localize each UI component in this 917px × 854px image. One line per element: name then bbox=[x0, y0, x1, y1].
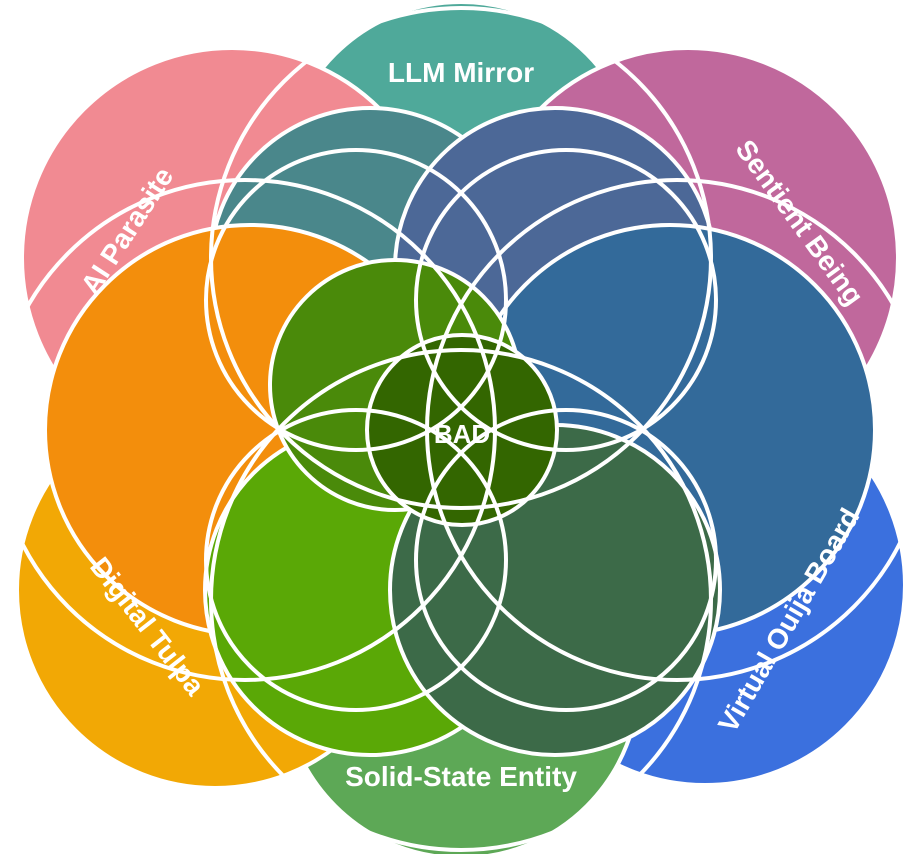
region-center-green bbox=[365, 333, 559, 527]
outline-upper-right bbox=[414, 148, 718, 452]
outline-upper-left bbox=[204, 148, 508, 452]
label-center-bad: BAD bbox=[434, 419, 490, 449]
outline-lower-left bbox=[204, 408, 508, 712]
label-solid-state-entity: Solid-State Entity bbox=[345, 761, 577, 792]
label-llm-mirror: LLM Mirror bbox=[388, 57, 534, 88]
outline-lower-right bbox=[414, 408, 718, 712]
